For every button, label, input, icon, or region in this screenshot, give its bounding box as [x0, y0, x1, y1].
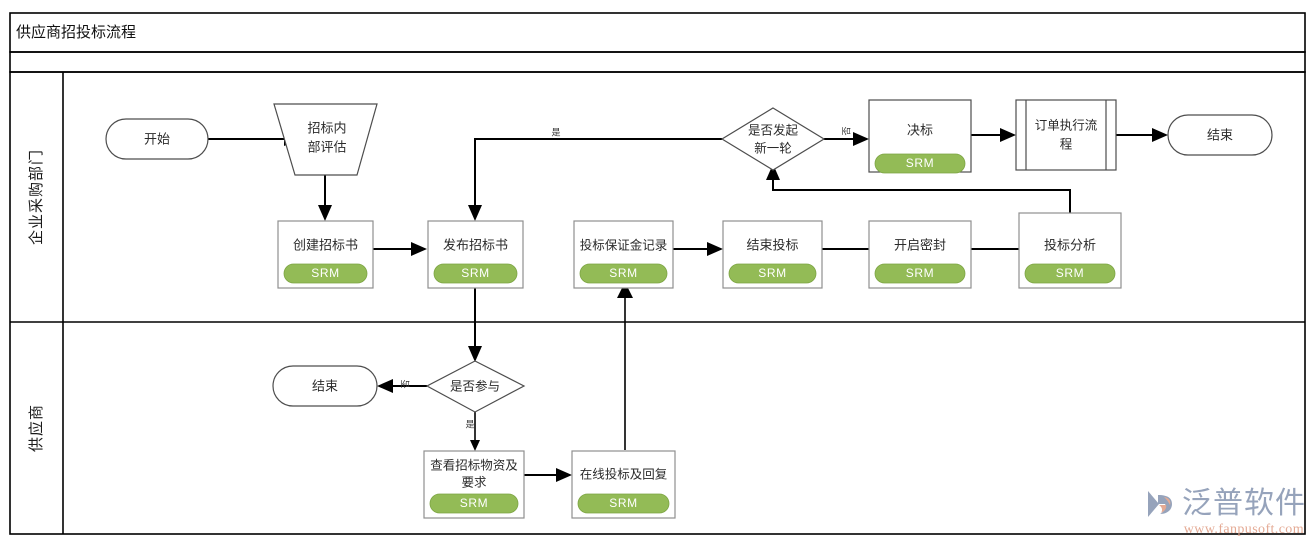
- node-new-round-decision-label-line2: 新一轮: [754, 140, 792, 155]
- node-bid-analysis-label: 投标分析: [1044, 237, 1096, 252]
- node-publish-tender-badge-label: SRM: [461, 266, 489, 280]
- arrowhead-deposit-to-endbid: [707, 242, 723, 256]
- node-award-label: 决标: [907, 122, 933, 137]
- node-end-purchasing[interactable]: 结束: [1167, 114, 1273, 156]
- node-new-round-decision-label-line1: 是否发起: [748, 122, 799, 137]
- edge-newround-yes-to-publish: [474, 138, 722, 205]
- node-bid-analysis-badge-label: SRM: [1056, 266, 1084, 280]
- node-view-tender-label-line1: 查看招标物资及: [430, 458, 518, 472]
- arrowhead-order-to-end: [1152, 128, 1168, 142]
- node-order-process-label-line1: 订单执行流: [1035, 118, 1098, 132]
- body-frame: [9, 71, 1306, 535]
- node-start-purchasing-shape: [105, 118, 209, 160]
- node-new-round-decision-shape: [720, 107, 826, 171]
- subtitle-strip: [9, 51, 1306, 73]
- node-participate-decision-shape: [425, 360, 526, 413]
- node-publish-tender[interactable]: 发布招标书 SRM: [427, 220, 524, 289]
- node-view-tender-badge-label: SRM: [460, 496, 488, 510]
- node-bid-analysis-badge: [1024, 263, 1116, 284]
- node-start-purchasing[interactable]: 开始: [105, 118, 209, 160]
- node-deposit-record-badge: [579, 263, 668, 284]
- arrowhead-onlinebid-to-deposit: [617, 282, 633, 298]
- node-end-purchasing-label: 结束: [1207, 127, 1233, 142]
- node-publish-tender-badge: [433, 263, 518, 284]
- arrowhead-create-to-publish: [411, 242, 427, 256]
- title-bar: [9, 12, 1306, 53]
- node-new-round-decision[interactable]: 是否发起 新一轮: [720, 107, 826, 171]
- node-award-badge: [874, 153, 966, 174]
- node-create-tender-badge: [283, 263, 368, 284]
- node-view-tender-label-line2: 要求: [461, 475, 487, 489]
- node-create-tender[interactable]: 创建招标书 SRM: [277, 220, 374, 289]
- node-internal-eval-label-line1: 招标内: [307, 120, 346, 135]
- node-bid-analysis[interactable]: 投标分析 SRM: [1018, 212, 1122, 289]
- node-end-purchasing-shape: [1167, 114, 1273, 156]
- arrowhead-newround-no: [853, 132, 869, 146]
- lane-label-purchasing: 企业采购部门: [27, 149, 45, 245]
- edge-analysis-to-newround: [772, 180, 1071, 213]
- node-end-bidding-badge-label: SRM: [758, 266, 786, 280]
- node-award[interactable]: 决标 SRM: [868, 99, 972, 174]
- arrowhead-newround-yes: [468, 205, 482, 221]
- node-end-supplier-shape: [272, 365, 378, 407]
- edge-label-newround-yes: 是: [551, 127, 560, 137]
- edge-label-newround-no: 否: [841, 126, 851, 135]
- node-online-bid-badge-label: SRM: [609, 496, 637, 510]
- arrowhead-participate-yes: [470, 440, 480, 451]
- edge-label-participate-no: 否: [400, 379, 410, 388]
- node-order-process[interactable]: 订单执行流 程: [1015, 99, 1117, 171]
- page-title: 供应商招投标流程: [16, 23, 136, 41]
- node-order-process-shape: [1015, 99, 1117, 171]
- arrowhead-eval-to-create: [318, 205, 332, 221]
- node-award-badge-label: SRM: [906, 156, 934, 170]
- node-open-seal[interactable]: 开启密封 SRM: [868, 220, 972, 289]
- node-end-bidding-label: 结束投标: [746, 237, 798, 252]
- node-deposit-record[interactable]: 投标保证金记录 SRM: [573, 220, 674, 289]
- node-participate-decision[interactable]: 是否参与: [425, 360, 526, 413]
- arrowhead-publish-to-participate: [468, 346, 482, 362]
- node-end-supplier-label: 结束: [312, 378, 338, 393]
- node-open-seal-label: 开启密封: [894, 237, 946, 252]
- arrowhead-participate-no: [377, 379, 393, 393]
- node-end-bidding-badge: [728, 263, 817, 284]
- node-deposit-record-label: 投标保证金记录: [580, 237, 668, 252]
- node-internal-eval-label-line2: 部评估: [307, 139, 346, 154]
- lane-label-supplier: 供应商: [27, 404, 45, 452]
- edge-label-participate-yes: 是: [465, 419, 474, 429]
- node-create-tender-label: 创建招标书: [293, 237, 358, 252]
- node-view-tender[interactable]: 查看招标物资及 要求 SRM: [423, 450, 525, 519]
- node-create-tender-badge-label: SRM: [311, 266, 339, 280]
- node-internal-eval[interactable]: 招标内 部评估: [273, 103, 378, 176]
- node-online-bid-badge: [577, 493, 670, 514]
- node-participate-decision-label: 是否参与: [450, 378, 500, 393]
- node-publish-tender-label: 发布招标书: [443, 237, 508, 252]
- arrowhead-award-to-order: [1000, 128, 1016, 142]
- node-end-supplier[interactable]: 结束: [272, 365, 378, 407]
- node-view-tender-badge: [429, 493, 519, 514]
- node-online-bid-label: 在线投标及回复: [580, 466, 668, 481]
- node-end-bidding[interactable]: 结束投标 SRM: [722, 220, 823, 289]
- frame: [9, 12, 1306, 535]
- arrowhead-analysis-to-newround: [766, 164, 780, 180]
- node-open-seal-badge: [874, 263, 966, 284]
- node-open-seal-badge-label: SRM: [906, 266, 934, 280]
- node-order-process-label-line2: 程: [1060, 136, 1073, 151]
- node-deposit-record-badge-label: SRM: [609, 266, 637, 280]
- node-start-purchasing-label: 开始: [144, 131, 170, 146]
- arrowhead-view-to-onlinebid: [556, 468, 572, 482]
- node-internal-eval-shape: [273, 103, 378, 176]
- node-online-bid[interactable]: 在线投标及回复 SRM: [571, 450, 676, 519]
- connectors: 是 否: [208, 126, 1168, 482]
